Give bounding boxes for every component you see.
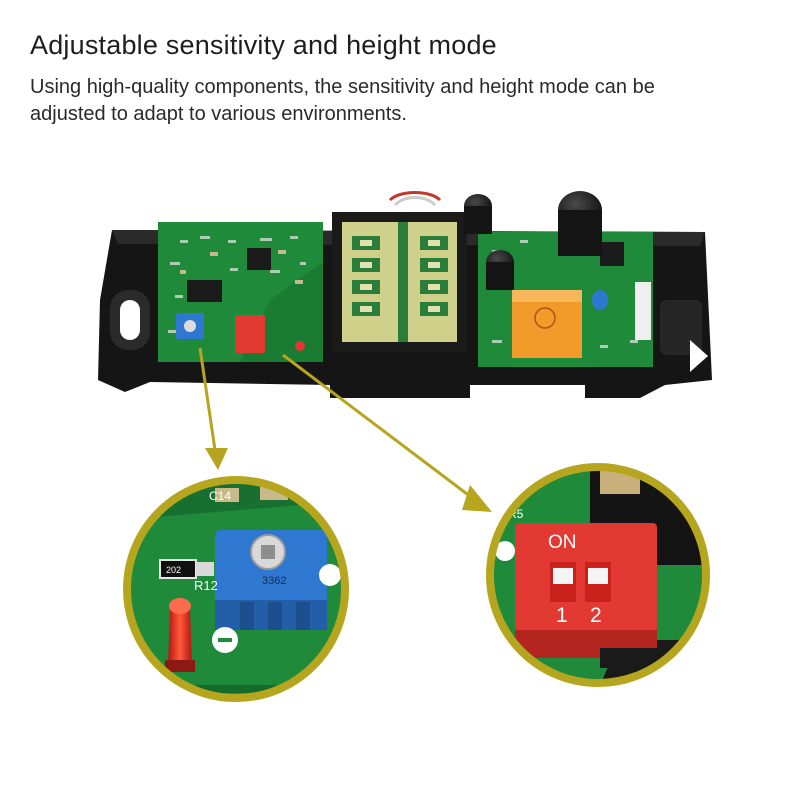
capacitor-body [464,206,492,234]
large-capacitor-body [558,210,602,256]
dip-switch-2-label: 2 [590,604,602,627]
capacitor-small-body [486,262,514,290]
small-dip-switch [235,315,265,353]
label-r12: R12 [194,578,218,593]
relay-highlight [512,290,582,302]
headline: Adjustable sensitivity and height mode [30,30,497,60]
zoom-potentiometer [129,482,343,696]
callout-arrows [198,347,492,512]
small-potentiometer-knob [184,320,196,332]
label-c14: C14 [209,489,231,503]
label-potentiometer-code: 3362 [262,575,286,587]
relay-marking [534,307,556,329]
label-resistor-code: 202 [166,565,181,575]
zoom-ring-right [486,463,710,687]
dip-switch-1-label: 1 [556,604,568,627]
description-text: Using high-quality components, the sensi… [30,76,655,125]
dip-switch-on-label: ON [548,532,577,553]
radar-module [332,191,467,352]
small-led [295,341,305,351]
zoom-ring-left [123,476,349,702]
